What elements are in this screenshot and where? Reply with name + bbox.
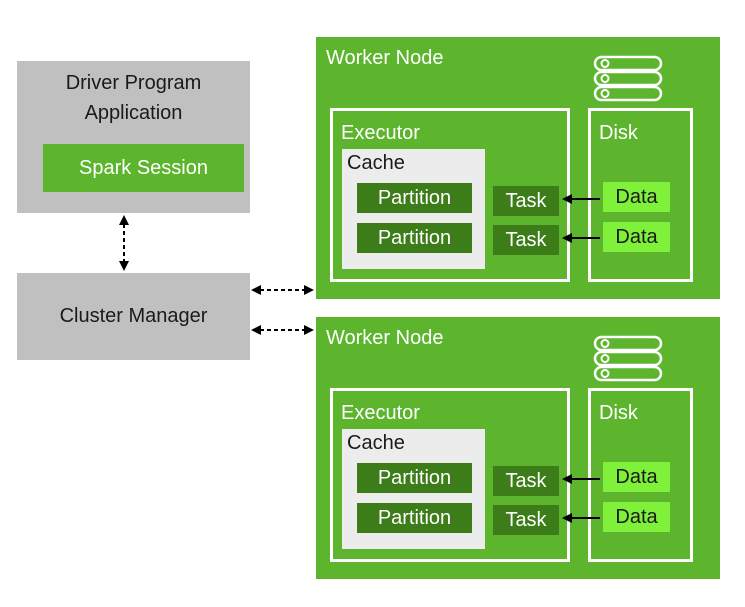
- data-block: Data: [603, 182, 670, 212]
- worker-node-2: Worker Node Executor Cache Partition Par…: [316, 317, 720, 579]
- worker-node-title: Worker Node: [326, 327, 444, 349]
- cache-box: Cache Partition Partition: [342, 149, 485, 269]
- partition-block: Partition: [357, 223, 472, 253]
- task-block: Task: [493, 186, 559, 216]
- cache-label: Cache: [347, 432, 405, 454]
- disk-box: Disk Data Data: [588, 108, 693, 282]
- data-block: Data: [603, 222, 670, 252]
- executor-box: Executor Cache Partition Partition Task …: [330, 388, 570, 562]
- data-block: Data: [603, 502, 670, 532]
- worker-node-1: Worker Node Executor Cache Partition Par…: [316, 37, 720, 299]
- driver-program-title: Driver Program: [65, 71, 202, 94]
- executor-label: Executor: [341, 122, 420, 144]
- disk-label: Disk: [599, 122, 638, 144]
- driver-program-box: Driver Program Application Spark Session: [17, 61, 250, 213]
- task-block: Task: [493, 466, 559, 496]
- cache-box: Cache Partition Partition: [342, 429, 485, 549]
- spark-session-box: Spark Session: [43, 144, 244, 192]
- driver-application-label: Application: [84, 101, 183, 124]
- disk-box: Disk Data Data: [588, 388, 693, 562]
- task-block: Task: [493, 505, 559, 535]
- task-block: Task: [493, 225, 559, 255]
- data-block: Data: [603, 462, 670, 492]
- partition-block: Partition: [357, 183, 472, 213]
- database-icon: [593, 55, 663, 102]
- worker-node-title: Worker Node: [326, 47, 444, 69]
- executor-label: Executor: [341, 402, 420, 424]
- partition-block: Partition: [357, 503, 472, 533]
- cache-label: Cache: [347, 152, 405, 174]
- disk-label: Disk: [599, 402, 638, 424]
- cluster-manager-box: Cluster Manager: [17, 273, 250, 360]
- partition-block: Partition: [357, 463, 472, 493]
- database-icon: [593, 335, 663, 382]
